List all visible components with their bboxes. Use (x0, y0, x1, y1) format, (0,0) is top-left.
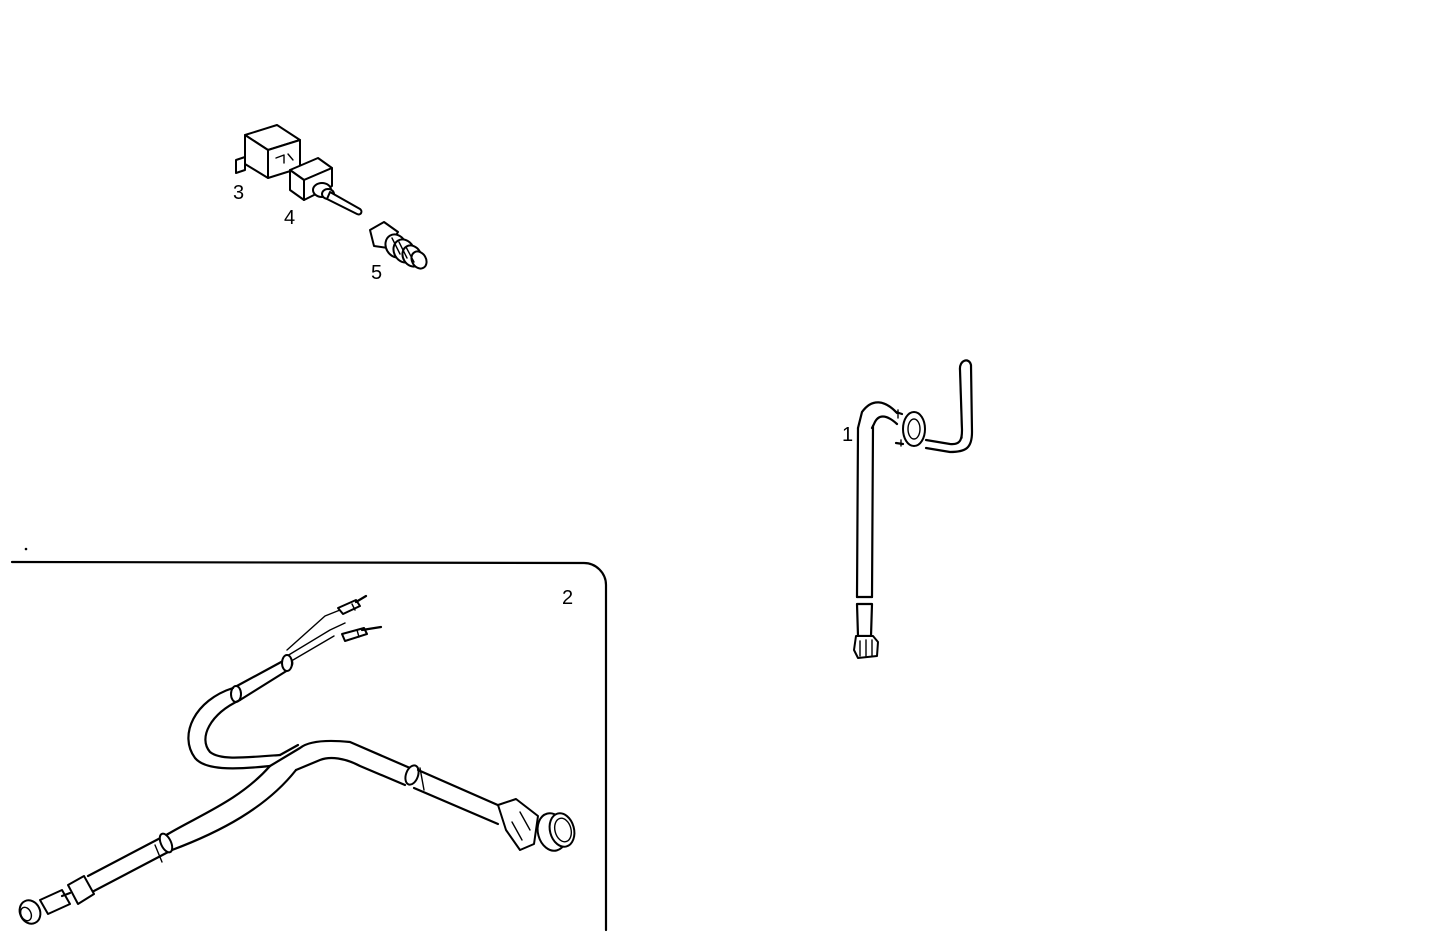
part-2-harness[interactable] (16, 594, 578, 927)
callout-3: 3 (233, 182, 244, 204)
callout-1: 1 (842, 424, 853, 446)
callout-4: 4 (284, 207, 295, 229)
part-1-pipe[interactable] (853, 359, 974, 659)
callout-2: 2 (562, 587, 573, 609)
callout-5: 5 (371, 262, 382, 284)
part-5-fitting[interactable] (369, 221, 430, 271)
part-4-switch[interactable] (289, 157, 363, 216)
part-2-frame (10, 547, 608, 932)
